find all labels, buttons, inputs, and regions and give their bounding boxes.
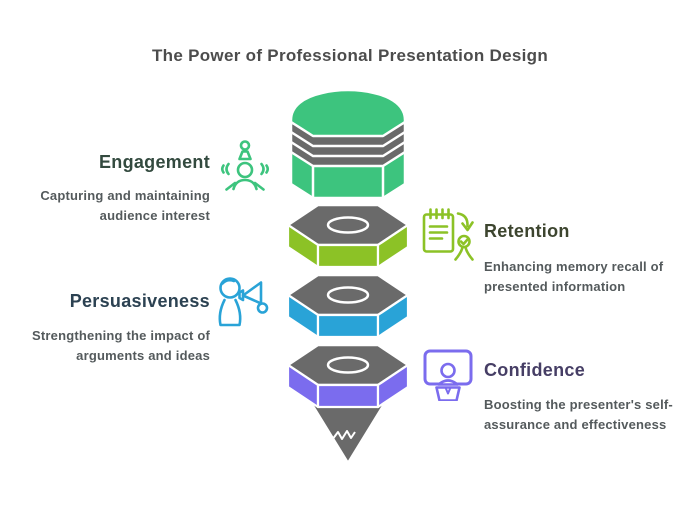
speaker-megaphone-icon xyxy=(218,277,269,327)
nut-side-right xyxy=(376,293,410,339)
engagement-heading: Engagement xyxy=(98,152,210,172)
nut-side-right xyxy=(376,223,410,269)
funnel-segment-retention xyxy=(286,203,410,269)
retention-description: Enhancing memory recall of presented inf… xyxy=(484,259,664,294)
band-separator xyxy=(290,140,406,158)
nut-hole xyxy=(326,356,370,374)
nut-side-center xyxy=(316,383,380,409)
tip-crack-zigzag xyxy=(331,430,356,441)
funnel-segment-confidence xyxy=(286,343,410,465)
confidence-description: Boosting the presenter's self-assurance … xyxy=(484,397,673,432)
persuasiveness-heading: Persuasiveness xyxy=(69,291,210,311)
persuasiveness-description: Strengthening the impact of arguments an… xyxy=(31,328,210,363)
notes-to-memory-icon xyxy=(422,208,474,261)
nut-side-center xyxy=(316,313,380,339)
engagement-description: Capturing and maintaining audience inter… xyxy=(40,188,210,223)
page-title: The Power of Professional Presentation D… xyxy=(151,46,549,65)
nut-hole xyxy=(326,216,370,234)
funnel-diagram xyxy=(286,88,410,465)
audience-attraction-icon xyxy=(220,140,270,191)
confidence-heading: Confidence xyxy=(484,360,586,380)
retention-heading: Retention xyxy=(484,221,570,241)
funnel-segment-persuasiveness xyxy=(286,273,410,339)
presenter-at-podium-icon xyxy=(423,349,473,401)
nut-side-right xyxy=(376,363,410,409)
band-separator xyxy=(290,130,406,148)
funnel-segment-engagement xyxy=(289,88,407,200)
nut-side-center xyxy=(316,243,380,269)
nut-hole xyxy=(326,286,370,304)
